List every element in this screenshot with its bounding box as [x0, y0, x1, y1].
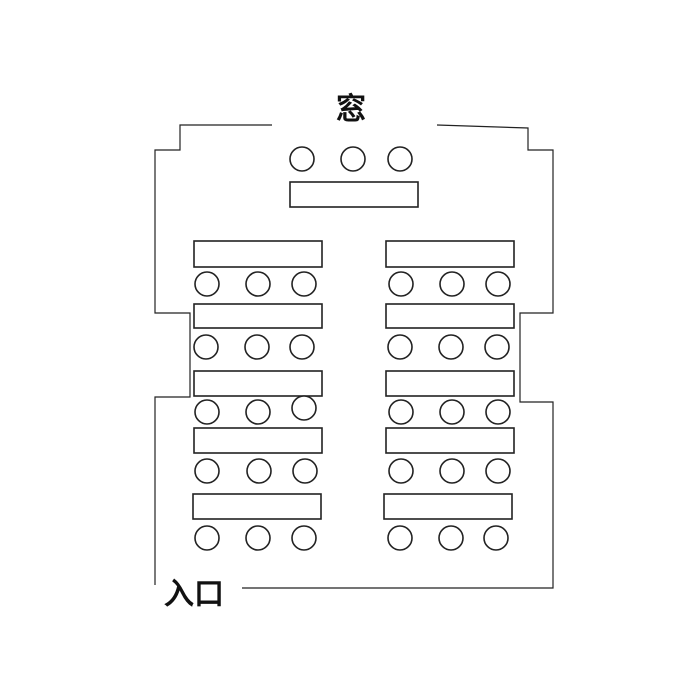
student-desk: [193, 303, 323, 329]
student-desk: [383, 493, 513, 520]
student-seat: [291, 395, 317, 421]
student-seat: [484, 334, 510, 360]
walls: [154, 124, 554, 589]
student-seat: [289, 334, 315, 360]
student-seat: [485, 271, 511, 297]
wall-top-left: [154, 124, 272, 585]
student-desk: [193, 370, 323, 397]
student-desk: [192, 493, 322, 520]
student-seat: [246, 458, 272, 484]
front-seat: [387, 146, 413, 172]
student-seat: [438, 334, 464, 360]
student-seat: [194, 271, 220, 297]
teacher-desk: [289, 181, 419, 208]
right-column: [383, 240, 515, 551]
student-seat: [439, 399, 465, 425]
student-seat: [194, 458, 220, 484]
student-seat: [245, 271, 271, 297]
front-seat: [289, 146, 315, 172]
student-seat: [388, 399, 414, 425]
student-seat: [245, 399, 271, 425]
front-seat: [340, 146, 366, 172]
student-seat: [194, 399, 220, 425]
student-seat: [291, 271, 317, 297]
student-seat: [388, 271, 414, 297]
student-seat: [485, 399, 511, 425]
student-seat: [244, 334, 270, 360]
window-label: 窓: [336, 92, 366, 127]
student-seat: [387, 525, 413, 551]
student-seat: [485, 458, 511, 484]
student-seat: [439, 271, 465, 297]
student-seat: [387, 334, 413, 360]
student-desk: [385, 240, 515, 268]
entrance-label: 入口: [164, 577, 224, 612]
student-desk: [385, 303, 515, 329]
student-seat: [388, 458, 414, 484]
student-desk: [385, 370, 515, 397]
student-seat: [291, 525, 317, 551]
student-desk: [193, 427, 323, 454]
student-seat: [439, 458, 465, 484]
left-column: [192, 240, 323, 551]
student-desk: [385, 427, 515, 454]
student-seat: [194, 525, 220, 551]
wall-top-right: [242, 124, 554, 589]
teacher-area: [289, 146, 419, 208]
student-seat: [438, 525, 464, 551]
student-seat: [193, 334, 219, 360]
student-desk: [193, 240, 323, 268]
student-seat: [483, 525, 509, 551]
student-seat: [245, 525, 271, 551]
student-seat: [292, 458, 318, 484]
